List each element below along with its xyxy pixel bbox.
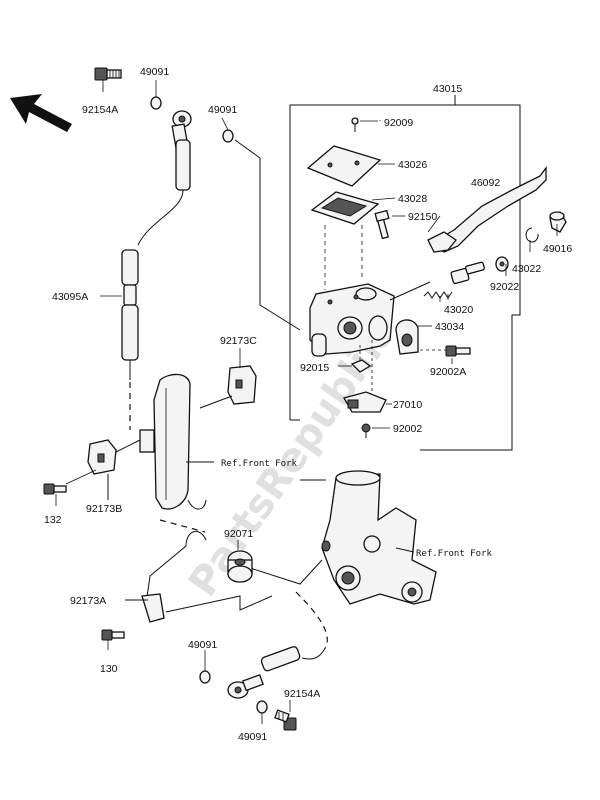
- label-49091-b: 49091: [208, 104, 237, 116]
- banjo-fitting-bottom: [227, 674, 264, 699]
- nut-92015: [350, 359, 372, 373]
- washer-49091-b: [222, 129, 234, 143]
- clamp-43034: [395, 319, 419, 355]
- label-92154a-bottom: 92154A: [284, 688, 320, 700]
- label-92173c: 92173C: [220, 335, 257, 347]
- label-49091-d: 49091: [238, 731, 267, 743]
- label-49016: 49016: [543, 243, 572, 255]
- label-92015: 92015: [300, 362, 329, 374]
- hose-guide-92173a: [141, 531, 207, 623]
- label-43028: 43028: [398, 193, 427, 205]
- label-92150: 92150: [408, 211, 437, 223]
- bolt-132: [43, 483, 67, 495]
- leader-lines: [55, 80, 558, 724]
- brake-lever-46092: [427, 166, 547, 253]
- dust-boot-49016: [549, 211, 567, 233]
- label-92002: 92002: [393, 423, 422, 435]
- washer-49091-a: [150, 96, 162, 110]
- reservoir-cap-43026: [306, 145, 382, 187]
- brake-hose-43095a-lower: [260, 591, 328, 672]
- screw-92002: [361, 423, 371, 438]
- bracket-92173b: [87, 429, 155, 475]
- washer-49091-c: [199, 670, 211, 684]
- label-27010: 27010: [393, 399, 422, 411]
- label-43022: 43022: [512, 263, 541, 275]
- label-92009: 92009: [384, 117, 413, 129]
- label-49091-a: 49091: [140, 66, 169, 78]
- brake-switch-27010: [343, 391, 387, 413]
- label-92022: 92022: [490, 281, 519, 293]
- label-49091-c: 49091: [188, 639, 217, 651]
- label-43026: 43026: [398, 159, 427, 171]
- label-43015: 43015: [433, 83, 462, 95]
- label-43095a: 43095A: [52, 291, 88, 303]
- brake-hose-43095a-upper: [121, 139, 191, 380]
- ref-front-fork-lower: Ref.Front Fork: [416, 549, 492, 559]
- label-92002a: 92002A: [430, 366, 466, 378]
- part-labels: 43015 92009 43026 43028 92150 46092 4901…: [44, 66, 572, 743]
- label-130: 130: [100, 663, 118, 675]
- bolt-130: [101, 629, 125, 641]
- label-132: 132: [44, 514, 62, 526]
- label-92154a-top: 92154A: [82, 104, 118, 116]
- label-92071: 92071: [224, 528, 253, 540]
- label-92173a: 92173A: [70, 595, 106, 607]
- washer-49091-d: [256, 700, 268, 714]
- circlip-43022: [525, 227, 539, 243]
- bracket-92173c: [227, 365, 257, 405]
- diaphragm-43028: [310, 191, 380, 225]
- bolt-92002a: [445, 345, 471, 357]
- washer-92022: [495, 256, 509, 272]
- fork-guard: [153, 373, 191, 510]
- ref-front-fork-upper: Ref.Front Fork: [221, 459, 297, 469]
- bolt-92154a-bottom: [274, 709, 297, 731]
- label-43020: 43020: [444, 304, 473, 316]
- bolt-92154a-top: [94, 67, 122, 81]
- front-fork-lower: [321, 470, 437, 605]
- grommet-92071: [227, 550, 253, 583]
- label-46092: 46092: [471, 177, 500, 189]
- direction-arrow-icon: [10, 94, 72, 132]
- screw-92009: [351, 117, 359, 132]
- piston-kit-43020: [423, 261, 485, 299]
- label-43034: 43034: [435, 321, 464, 333]
- bolt-92150: [374, 209, 390, 240]
- label-92173b: 92173B: [86, 503, 122, 515]
- master-cylinder-body: [309, 283, 395, 357]
